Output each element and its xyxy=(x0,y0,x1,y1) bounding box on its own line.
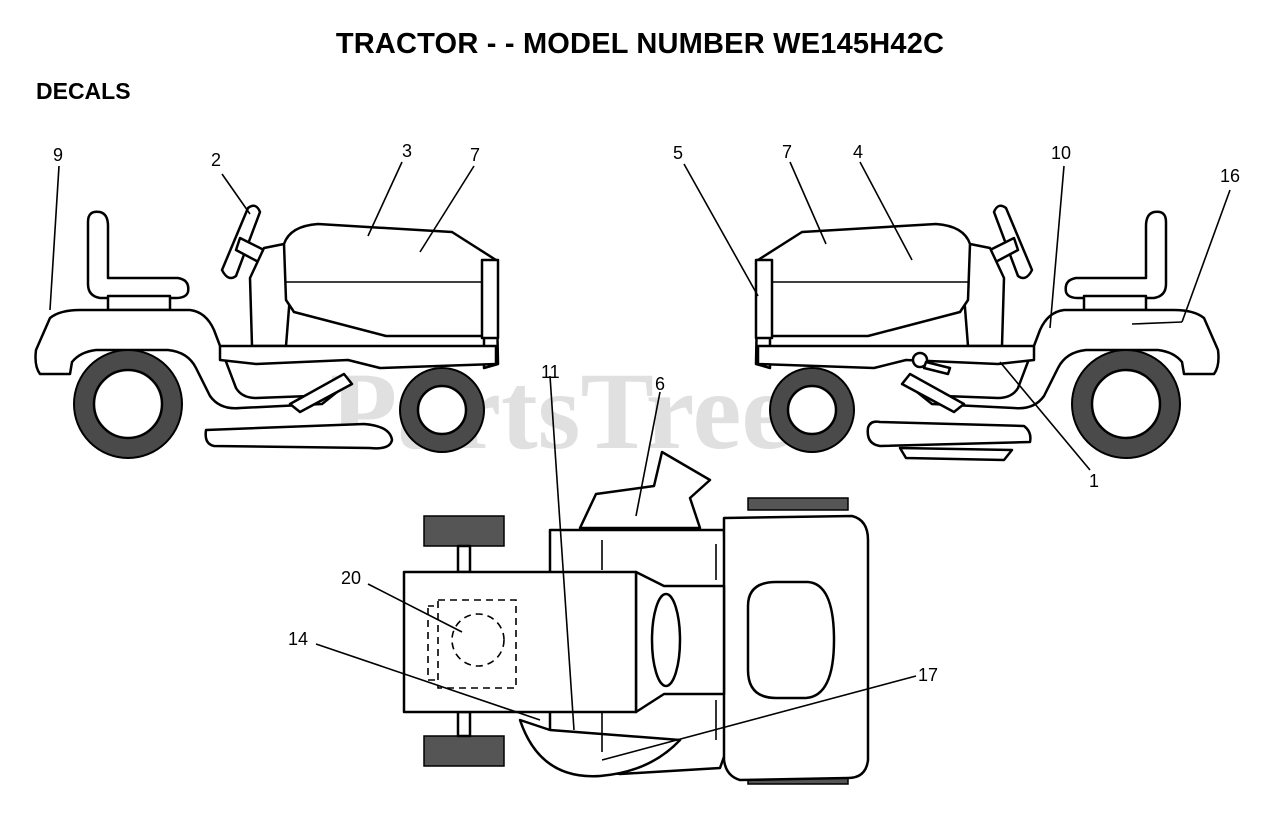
callout-9: 9 xyxy=(53,145,63,165)
callout-labels: 9 2 3 7 5 7 4 10 16 1 11 6 20 14 17 xyxy=(53,141,1240,685)
callout-4: 4 xyxy=(853,142,863,162)
callout-1: 1 xyxy=(1089,471,1099,491)
section-label: DECALS xyxy=(36,78,131,104)
tractor-left-view xyxy=(34,204,500,459)
callout-2: 2 xyxy=(211,150,221,170)
callout-16: 16 xyxy=(1220,166,1240,186)
tractor-top-view xyxy=(402,450,870,785)
callout-20: 20 xyxy=(341,568,361,588)
callout-17: 17 xyxy=(918,665,938,685)
callout-3: 3 xyxy=(402,141,412,161)
leader-lines xyxy=(49,161,1231,761)
callout-10: 10 xyxy=(1051,143,1071,163)
callout-7-left: 7 xyxy=(470,145,480,165)
callout-11: 11 xyxy=(541,362,560,382)
callout-14: 14 xyxy=(288,629,308,649)
page-title: TRACTOR - - MODEL NUMBER WE145H42C xyxy=(335,28,945,60)
callout-6: 6 xyxy=(655,374,665,394)
callout-7-right: 7 xyxy=(782,142,792,162)
tractor-right-view xyxy=(754,204,1220,462)
callout-5: 5 xyxy=(673,143,683,163)
